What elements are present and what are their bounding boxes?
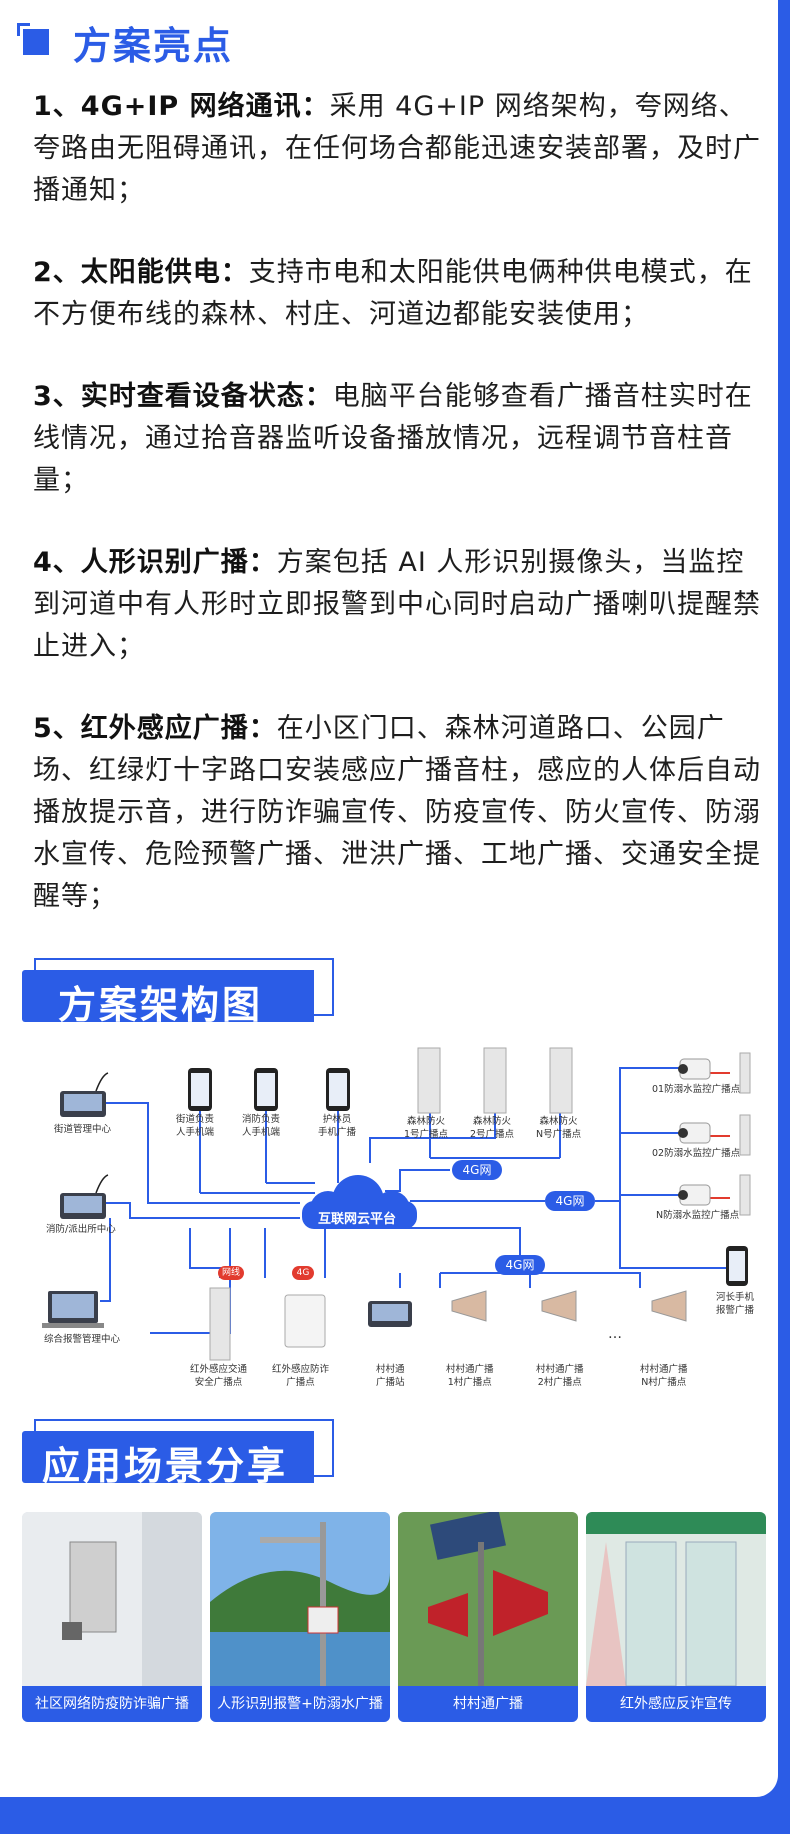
scenario-card[interactable]: 红外感应反诈宣传 — [586, 1512, 766, 1722]
highlight-text: 电脑平台能够查看广播音柱实时在线情况，通过拾音器监听设备播放情况，远程调节音柱音… — [33, 381, 753, 496]
ir-fraud-label: 红外感应防诈 广播点 — [272, 1364, 330, 1388]
section-scenarios-header: 应用场景分享 — [22, 1419, 334, 1488]
ellipsis: … — [608, 1326, 622, 1342]
camera-label: 02防溺水监控广播点 — [652, 1148, 741, 1159]
highlight-text: 在小区门口、森林河道路口、公园广场、红绿灯十字路口安装感应广播音柱，感应的人体后… — [33, 713, 761, 912]
highlight-item: 2、太阳能供电：支持市电和太阳能供电俩种供电模式，在不方便布线的森林、村庄、河道… — [33, 252, 763, 336]
highlight-item: 4、人形识别广播：方案包括 AI 人形识别摄像头，当监控到河道中有人形时立即报警… — [33, 542, 763, 668]
highlight-key: 5、红外感应广播： — [33, 713, 277, 744]
community-speaker-image — [22, 1512, 202, 1686]
cloud-platform-label: 互联网云平台 — [318, 1212, 397, 1227]
section-highlights-header: 方案亮点 — [17, 18, 233, 68]
village-station-label: 村村通 广播站 — [376, 1364, 405, 1388]
diagram-lines — [42, 1047, 751, 1361]
content-card — [0, 0, 778, 1797]
phone-label: 街道负责 人手机端 — [176, 1114, 215, 1138]
scenario-caption: 村村通广播 — [398, 1686, 578, 1722]
ribbon-bar — [22, 1431, 314, 1483]
fire-center-label: 消防/派出所中心 — [46, 1224, 116, 1235]
street-center-label: 街道管理中心 — [54, 1124, 112, 1135]
section-architecture-header: 方案架构图 — [22, 958, 334, 1027]
alarm-center-label: 综合报警管理中心 — [44, 1334, 121, 1345]
highlight-key: 4、人形识别广播： — [33, 547, 277, 578]
village-horn-image — [398, 1512, 578, 1686]
horn-label: 村村通广播 2村广播点 — [536, 1364, 584, 1388]
forest-column-label: 森林防火 1号广播点 — [404, 1116, 449, 1140]
highlight-key: 1、4G+IP 网络通讯： — [33, 91, 330, 122]
scenario-caption: 人形识别报警+防溺水广播 — [210, 1686, 390, 1722]
river-camera-image — [210, 1512, 390, 1686]
wire-tag: 网线 — [218, 1266, 244, 1280]
network-4g-mid: 4G网 — [545, 1191, 595, 1211]
4g-tag: 4G — [292, 1266, 314, 1280]
scenario-gallery: 社区网络防疫防诈骗广播 人形识别报警+防溺水广播 村村通广播 — [22, 1512, 767, 1722]
atm-infrared-image — [586, 1512, 766, 1686]
highlight-list: 1、4G+IP 网络通讯：采用 4G+IP 网络架构，夸网络、夸路由无阻碍通讯，… — [33, 86, 763, 958]
ir-traffic-label: 红外感应交通 安全广播点 — [190, 1364, 248, 1388]
highlight-text: 支持市电和太阳能供电俩种供电模式，在不方便布线的森林、村庄、河道边都能安装使用； — [33, 257, 753, 330]
section-title: 方案亮点 — [73, 23, 234, 68]
section-title: 应用场景分享 — [42, 1444, 289, 1488]
section-title: 方案架构图 — [58, 983, 264, 1027]
forest-column-label: 森林防火 2号广播点 — [470, 1116, 515, 1140]
highlight-item: 5、红外感应广播：在小区门口、森林河道路口、公园广场、红绿灯十字路口安装感应广播… — [33, 708, 763, 918]
scenario-card[interactable]: 村村通广播 — [398, 1512, 578, 1722]
scenario-card[interactable]: 人形识别报警+防溺水广播 — [210, 1512, 390, 1722]
camera-label: 01防溺水监控广播点 — [652, 1084, 741, 1095]
camera-label: N防溺水监控广播点 — [656, 1210, 740, 1221]
river-phone-label: 河长手机 报警广播 — [716, 1292, 755, 1316]
highlight-item: 3、实时查看设备状态：电脑平台能够查看广播音柱实时在线情况，通过拾音器监听设备播… — [33, 376, 763, 502]
horn-label: 村村通广播 1村广播点 — [446, 1364, 494, 1388]
highlight-key: 2、太阳能供电： — [33, 257, 249, 288]
phone-label: 消防负责 人手机端 — [242, 1114, 281, 1138]
highlight-text: 方案包括 AI 人形识别摄像头，当监控到河道中有人形时立即报警到中心同时启动广播… — [33, 547, 761, 662]
ribbon-bar — [22, 970, 314, 1022]
highlight-key: 3、实时查看设备状态： — [33, 381, 333, 412]
highlight-text: 采用 4G+IP 网络架构，夸网络、夸路由无阻碍通讯，在任何场合都能迅速安装部署… — [33, 91, 761, 206]
bottom-band — [0, 1797, 790, 1834]
network-4g-top: 4G网 — [452, 1160, 502, 1180]
architecture-diagram: 4G网 4G网 4G网 互联网云平台 网线 4G 街道管理中心 消防/派出所中心… — [40, 1033, 775, 1395]
phone-label: 护林员 手机广播 — [318, 1114, 357, 1138]
scenario-caption: 社区网络防疫防诈骗广播 — [22, 1686, 202, 1722]
forest-column-label: 森林防火 N号广播点 — [536, 1116, 582, 1140]
horn-label: 村村通广播 N村广播点 — [640, 1364, 688, 1388]
highlight-item: 1、4G+IP 网络通讯：采用 4G+IP 网络架构，夸网络、夸路由无阻碍通讯，… — [33, 86, 763, 212]
scenario-caption: 红外感应反诈宣传 — [586, 1686, 766, 1722]
square-bullet-icon — [17, 23, 49, 55]
scenario-card[interactable]: 社区网络防疫防诈骗广播 — [22, 1512, 202, 1722]
network-4g-low: 4G网 — [495, 1255, 545, 1275]
